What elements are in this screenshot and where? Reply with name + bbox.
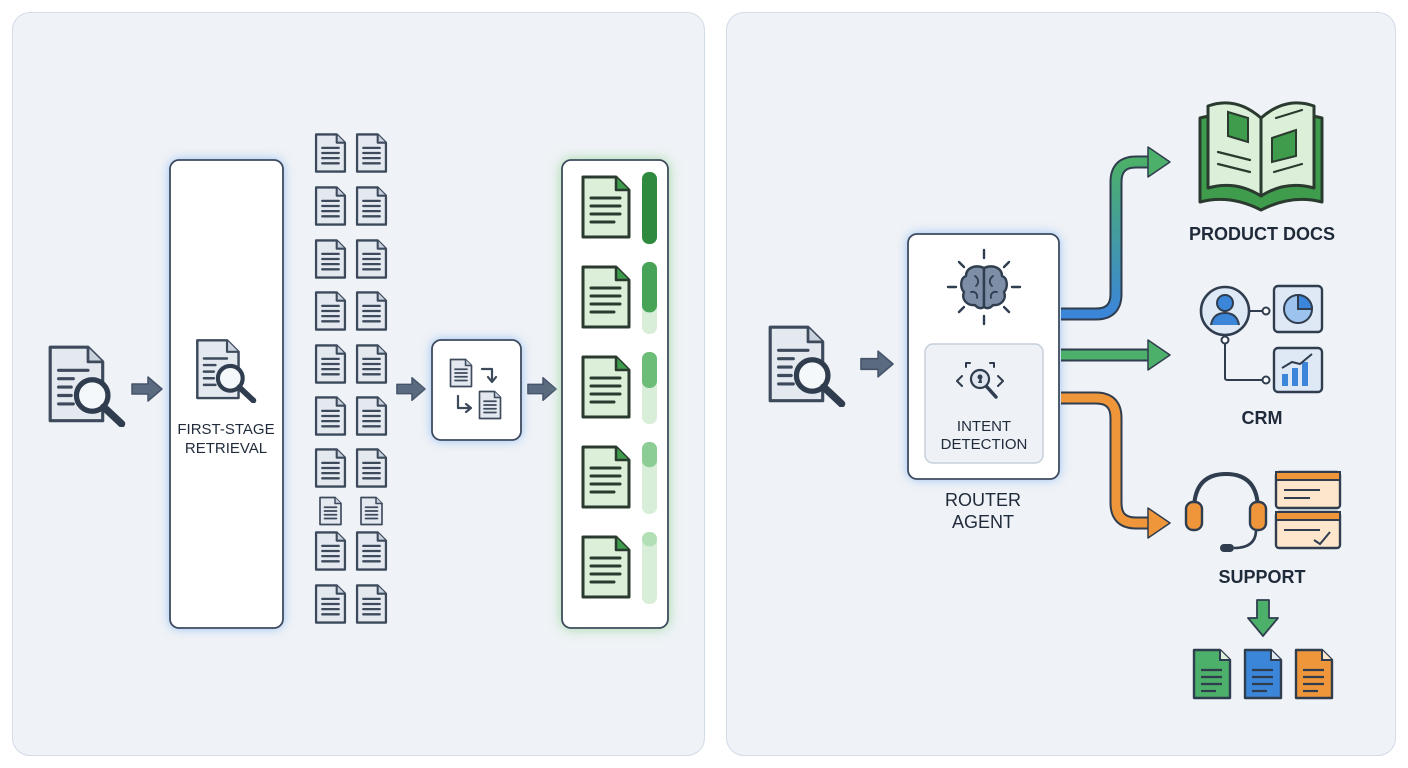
ranked-document-icon	[581, 445, 631, 509]
route-arrow-crm	[1061, 339, 1171, 371]
document-icon	[355, 186, 388, 226]
crm-label: CRM	[1242, 408, 1283, 428]
book-icon	[1198, 101, 1324, 212]
document-icon	[314, 531, 347, 571]
router-label-line1: ROUTER	[945, 490, 1021, 510]
router-label-line2: AGENT	[952, 512, 1014, 532]
bar-chart-icon	[1272, 346, 1324, 394]
stage1-label-line2: RETRIEVAL	[185, 440, 267, 457]
pie-chart-icon	[1272, 284, 1324, 334]
query-document-search-icon	[770, 327, 841, 404]
ranked-document-icon	[581, 355, 631, 419]
score-bar-fill	[642, 172, 657, 244]
document-icon	[314, 396, 347, 436]
stage1-label-line1: FIRST-STAGE	[177, 421, 274, 438]
arrow-right-icon	[396, 376, 426, 402]
rerank-icon	[449, 358, 502, 420]
score-bar-track	[642, 532, 657, 604]
reranker-box	[431, 339, 522, 441]
intent-label-line1: INTENT	[957, 418, 1011, 435]
score-bar-fill	[642, 352, 657, 388]
document-icon	[314, 584, 347, 624]
document-icon	[355, 448, 388, 488]
intent-target-icon	[956, 362, 1004, 399]
user-icon	[1199, 285, 1251, 337]
route-arrow-support	[1061, 391, 1171, 539]
document-icon	[355, 344, 388, 384]
output-documents	[1192, 648, 1334, 700]
ranked-documents	[581, 172, 657, 604]
document-icon	[355, 396, 388, 436]
arrow-down-icon	[1247, 599, 1279, 637]
document-icon	[355, 584, 388, 624]
arrow-right-icon	[859, 350, 895, 378]
arrow-right-icon	[527, 376, 557, 402]
document-icon	[318, 496, 343, 526]
document-icon	[314, 448, 347, 488]
intent-detection-box	[924, 343, 1044, 464]
product-docs-label: PRODUCT DOCS	[1189, 224, 1335, 244]
support-label: SUPPORT	[1218, 567, 1305, 587]
score-bar-fill	[642, 442, 657, 468]
score-bar-fill	[642, 262, 657, 313]
document-icon	[314, 291, 347, 331]
crm-icon-group	[1199, 284, 1324, 394]
ranked-document-icon	[581, 175, 631, 239]
candidate-documents	[314, 133, 388, 624]
document-icon	[1243, 648, 1283, 700]
intent-label-line2: DETECTION	[941, 436, 1028, 453]
headset-icon	[1184, 471, 1268, 552]
document-icon	[355, 291, 388, 331]
document-icon	[355, 133, 388, 173]
document-icon	[314, 239, 347, 279]
ticket-icon	[1274, 470, 1342, 550]
document-icon	[314, 133, 347, 173]
document-icon	[1294, 648, 1334, 700]
document-icon	[359, 496, 384, 526]
route-arrow-product-docs	[1061, 146, 1171, 321]
brain-icon	[946, 248, 1022, 326]
query-document-search-icon	[50, 347, 121, 424]
document-icon	[355, 531, 388, 571]
ranked-document-icon	[581, 535, 631, 599]
ranked-document-icon	[581, 265, 631, 329]
score-bar-fill	[642, 532, 657, 547]
document-icon	[314, 344, 347, 384]
arrow-right-icon	[131, 376, 163, 402]
document-icon	[314, 186, 347, 226]
document-icon	[355, 239, 388, 279]
document-icon	[1192, 648, 1232, 700]
